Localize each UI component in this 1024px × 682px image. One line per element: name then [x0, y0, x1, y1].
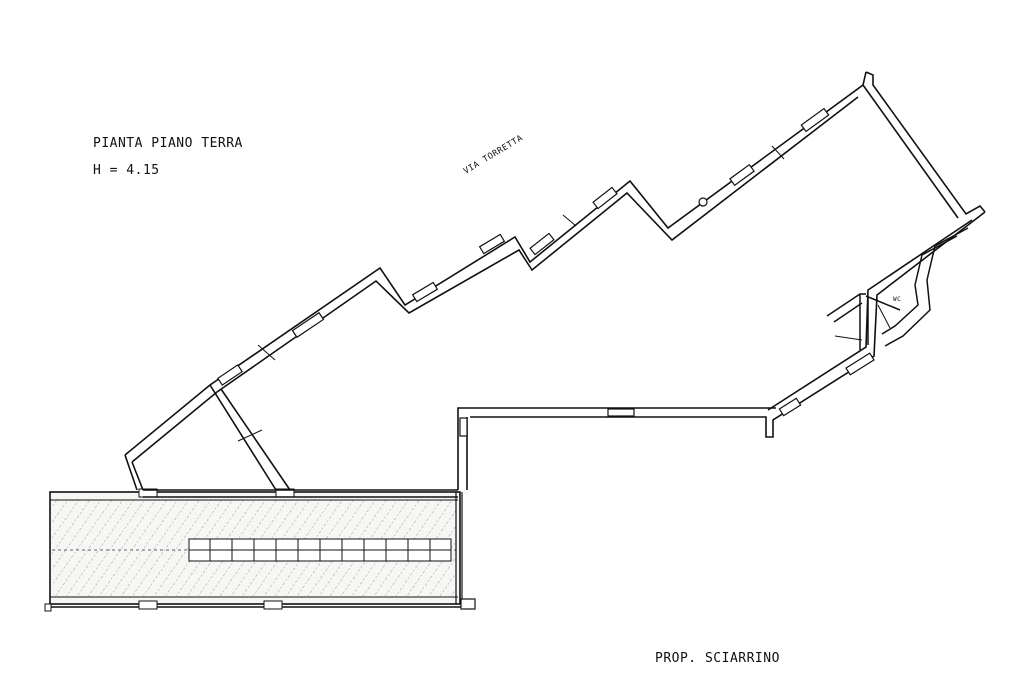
street-windows	[216, 107, 875, 437]
plan-title: PIANTA PIANO TERRA	[93, 136, 243, 151]
owner-label: PROP. SCIARRINO	[655, 651, 780, 666]
wc-block	[826, 227, 969, 350]
ceiling-height: H = 4.15	[93, 163, 160, 178]
shelving-grid	[188, 538, 452, 562]
wc-label: WC	[893, 296, 902, 303]
door-swing-icon	[237, 145, 891, 442]
